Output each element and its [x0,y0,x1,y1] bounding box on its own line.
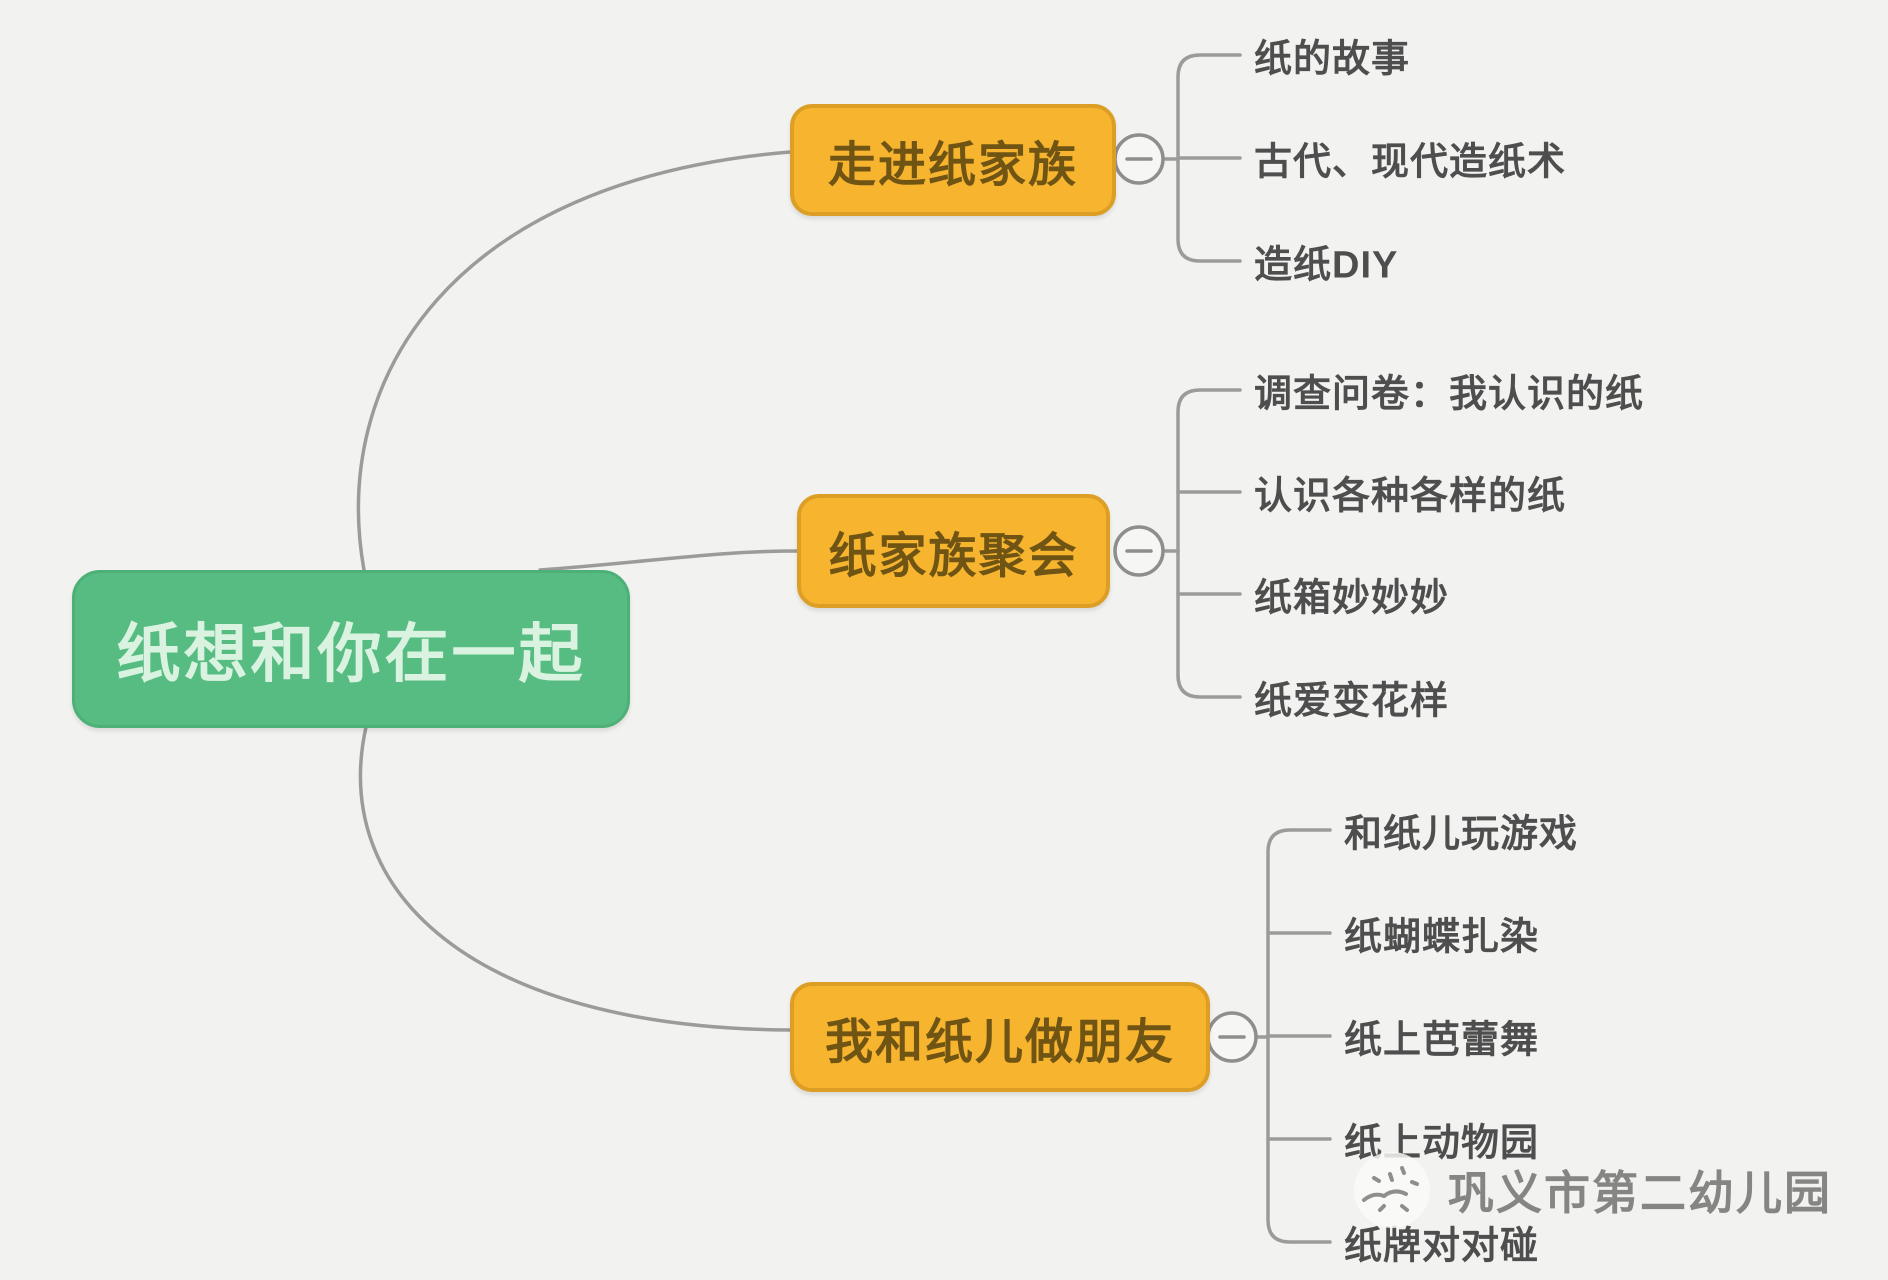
edge-branch1-child-3 [1176,157,1242,263]
edge-branch2-child-4 [1176,549,1242,699]
child-topic[interactable]: 纸爱变花样 [1254,680,1450,723]
branch-node-2[interactable]: 纸家族聚会 [797,494,1110,608]
watermark: 巩义市第二幼儿园 [1350,1148,1832,1232]
edge-branch2-child-1 [1176,388,1242,553]
edge-branch3-child-5 [1266,1035,1332,1244]
child-topic[interactable]: 认识各种各样的纸 [1254,475,1567,518]
child-topic[interactable]: 调查问卷：我认识的纸 [1254,373,1645,416]
branch-node-3[interactable]: 我和纸儿做朋友 [790,982,1210,1092]
branch-node-1[interactable]: 走进纸家族 [790,104,1116,216]
root-node[interactable]: 纸想和你在一起 [72,570,630,728]
edge-branch1-child-1 [1176,53,1242,161]
child-topic[interactable]: 纸箱妙妙妙 [1254,577,1450,620]
child-topic[interactable]: 古代、现代造纸术 [1254,141,1567,184]
edge-root-branch-2 [538,549,799,572]
child-topic[interactable]: 造纸DIY [1254,244,1399,287]
child-topic[interactable]: 纸蝴蝶扎染 [1344,916,1540,959]
child-topic[interactable]: 纸的故事 [1254,38,1411,81]
edge-root-branch-1 [356,150,792,572]
collapse-toggle-branch-2[interactable] [1113,525,1165,577]
kindergarten-logo [1354,1152,1430,1228]
watermark-label: 巩义市第二幼儿园 [1448,1167,1832,1219]
child-topic[interactable]: 纸上芭蕾舞 [1344,1019,1540,1062]
edge-branch3-child-1 [1266,828,1332,1039]
collapse-toggle-branch-1[interactable] [1113,133,1165,185]
collapse-toggle-branch-3[interactable] [1206,1011,1258,1063]
child-topic[interactable]: 纸牌对对碰 [1344,1225,1540,1268]
child-topic[interactable]: 和纸儿玩游戏 [1344,813,1579,856]
edge-root-branch-3 [358,725,792,1032]
